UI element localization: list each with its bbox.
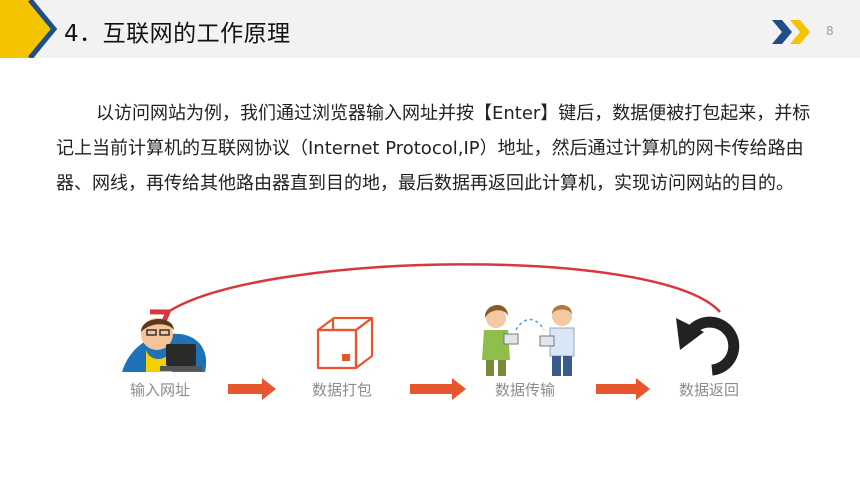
step-label-data-return: 数据返回 xyxy=(679,381,740,399)
chevrons-icon xyxy=(772,20,810,44)
slide-title: 4．互联网的工作原理 xyxy=(64,21,291,47)
step-label-data-transfer: 数据传输 xyxy=(495,381,556,399)
step-label-data-packing: 数据打包 xyxy=(312,381,373,399)
header-accent-shape xyxy=(0,0,58,58)
slide-header: 4．互联网的工作原理 8 xyxy=(0,0,860,58)
user-at-computer-icon xyxy=(122,318,207,372)
flow-arrow-2 xyxy=(410,378,466,400)
page-number: 8 xyxy=(826,24,834,38)
return-arrow-icon xyxy=(676,316,740,376)
return-arc-arrow xyxy=(149,263,721,330)
people-exchanging-data-icon xyxy=(482,304,575,376)
step-label-input-url: 输入网址 xyxy=(130,381,191,399)
flow-arrow-3 xyxy=(596,378,650,400)
flow-arrow-1 xyxy=(228,378,276,400)
package-box-icon xyxy=(316,316,374,370)
body-paragraph: 以访问网站为例，我们通过浏览器输入网址并按【Enter】键后，数据便被打包起来，… xyxy=(56,103,811,194)
